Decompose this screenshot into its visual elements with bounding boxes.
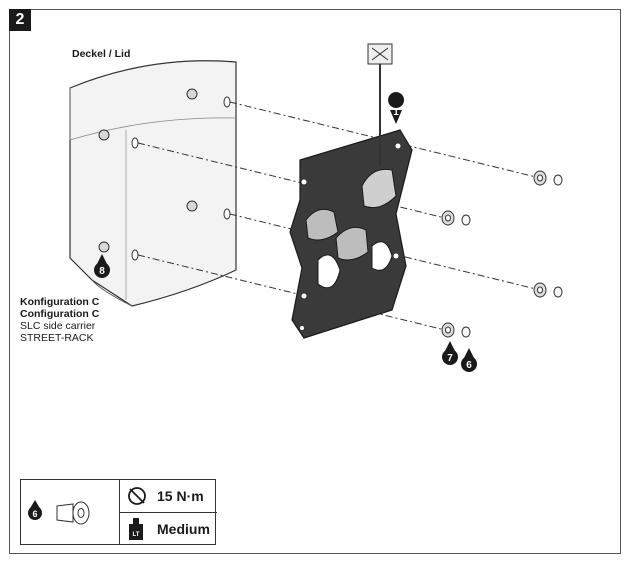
threadlock-strength: Medium: [157, 521, 210, 537]
lid-label: Deckel / Lid: [72, 48, 131, 60]
callout-1: 1: [388, 92, 405, 124]
config-de-label: Konfiguration C: [20, 296, 100, 308]
callout-7-label: 7: [447, 353, 453, 364]
mounting-plate: [289, 129, 413, 339]
step-frame: [9, 9, 621, 554]
spec-icons: 6 LT: [28, 487, 146, 540]
torque-value: 15 N·m: [157, 488, 204, 504]
screw-icon: [56, 501, 90, 525]
threadlock-icon-label: LT: [133, 532, 140, 538]
spec-item-number: 6: [32, 509, 37, 519]
case-holes: [131, 96, 231, 261]
spec-divider-horizontal: [119, 512, 217, 513]
config-en-label: Configuration C: [20, 308, 100, 320]
callout-6: 6: [461, 348, 477, 372]
callout-6-label: 6: [466, 360, 472, 371]
case-lid: [69, 60, 237, 307]
rack-label: STREET-RACK: [20, 332, 94, 344]
callout-8-label: 8: [99, 266, 105, 277]
fasteners-right: [441, 170, 563, 338]
product-label: SLC side carrier: [20, 320, 96, 332]
torque-icon: [128, 487, 146, 505]
callout-7: 7: [442, 341, 458, 365]
case-bolts: [98, 88, 198, 253]
callout-8: 8: [94, 254, 110, 278]
callout-1-label: 1: [393, 107, 399, 118]
key-tag: [367, 43, 393, 166]
spec-box: 6 LT 15 N·m Medium: [20, 479, 217, 545]
threadlock-icon: LT: [129, 518, 143, 540]
alignment-lines: [137, 101, 541, 331]
callout-6-spec: 6: [28, 500, 42, 520]
step-number: 2: [9, 9, 31, 31]
